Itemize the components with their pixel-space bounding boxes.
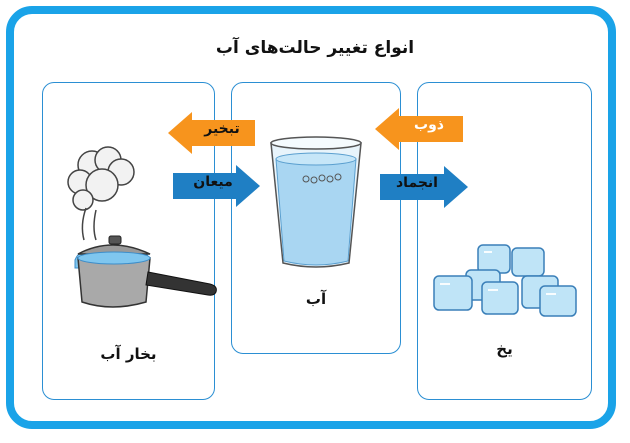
freezing-arrow-shape (380, 166, 468, 208)
condensation-arrow-shape (173, 165, 260, 207)
water-label: آب (305, 290, 327, 308)
ice-label: یخ (496, 340, 513, 358)
melting-label: ذوب (414, 117, 444, 133)
ice-cubes-icon (433, 244, 577, 317)
freezing-arrow (380, 166, 468, 208)
steaming-pot-icon (67, 146, 217, 308)
evaporation-arrow-shape (168, 112, 255, 154)
freezing-label: انجماد (396, 175, 438, 191)
evaporation-label: تبخیر (204, 121, 240, 137)
condensation-label: میعان (193, 174, 233, 190)
melting-arrow-shape (375, 108, 463, 150)
steam-label: بخار آب (100, 345, 157, 363)
water-glass-icon (270, 136, 362, 268)
melting-arrow (375, 108, 463, 150)
condensation-arrow (173, 165, 260, 207)
evaporation-arrow (168, 112, 255, 154)
diagram-title: انواع تغییر حالت‌های آب (215, 38, 415, 58)
